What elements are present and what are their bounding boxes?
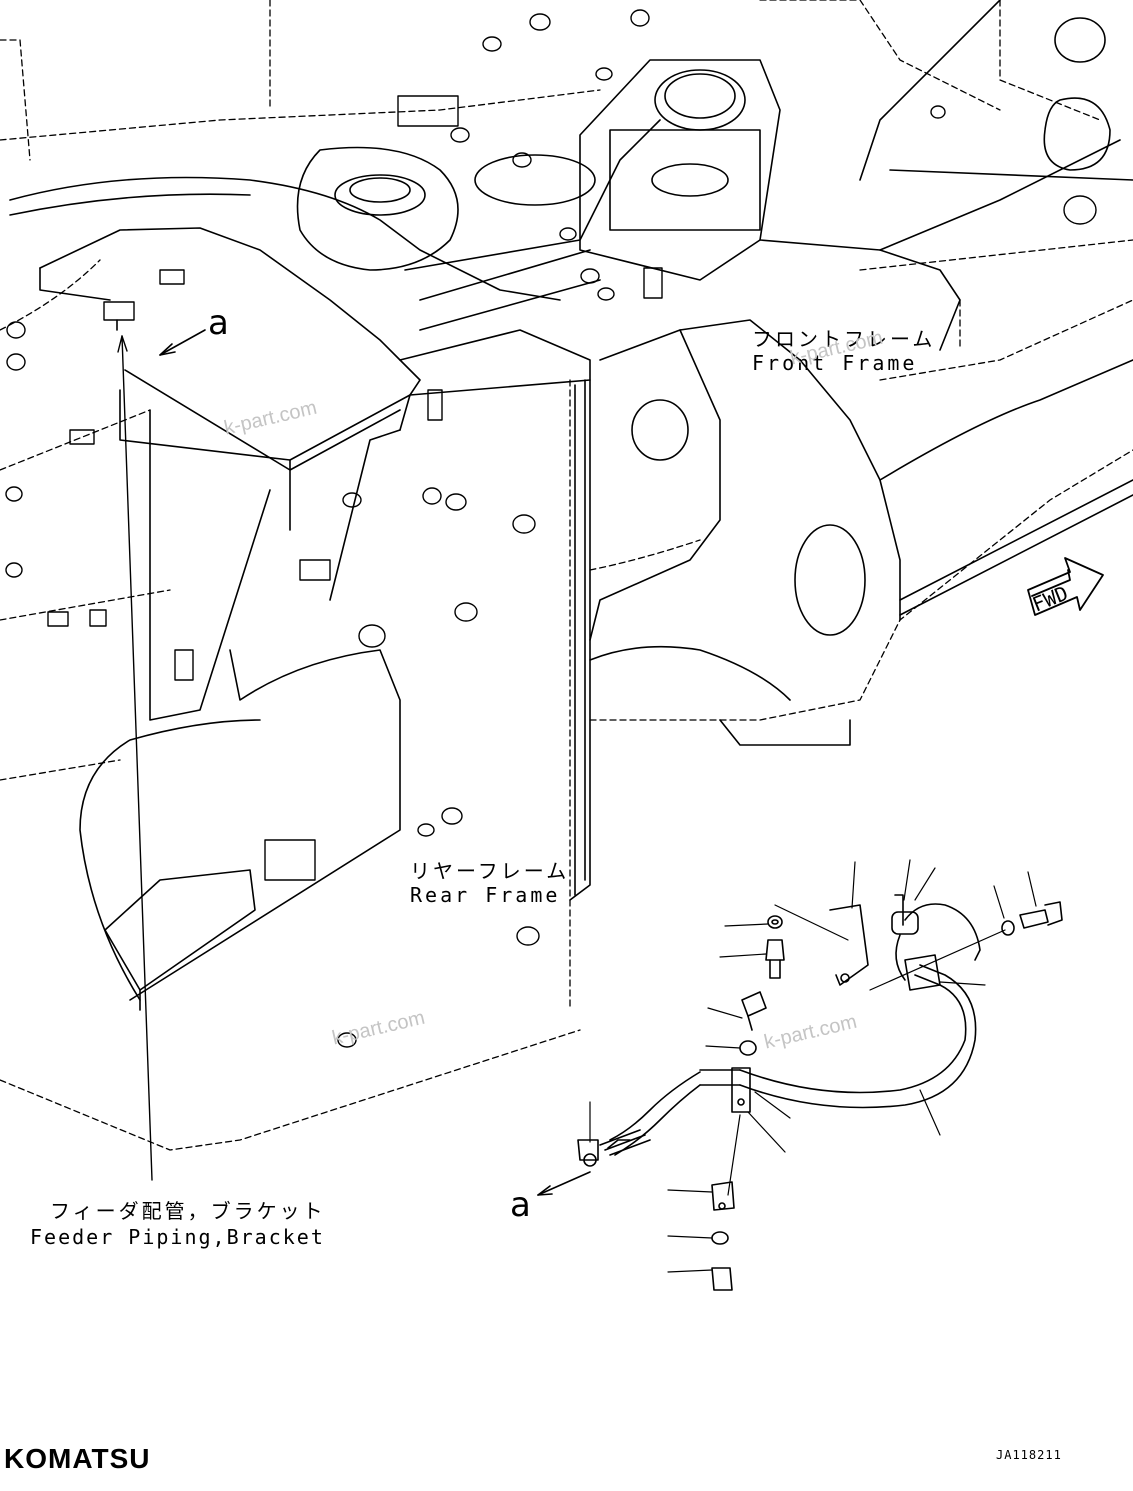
fasteners (711, 901, 1063, 1291)
hose-assembly (577, 894, 981, 1167)
pads (47, 95, 663, 881)
center-box (399, 329, 591, 901)
feeder-leader-line (121, 335, 153, 1181)
callout-arrow-icon (537, 1171, 591, 1196)
rear-frame-label-jp: リヤーフレーム (410, 859, 570, 883)
callout-arrow-icon (116, 319, 206, 356)
fwd-arrow-icon (1027, 557, 1104, 616)
callout-a-bottom: a (510, 1185, 531, 1225)
part-leaders (589, 859, 1037, 1273)
feeder-label-jp: フィーダ配管，ブラケット (50, 1199, 326, 1223)
bushings (5, 9, 1097, 1048)
front-frame (474, 0, 1133, 746)
feeder-label-en: Feeder Piping,Bracket (30, 1225, 325, 1249)
drawing-code: JA118211 (996, 1448, 1062, 1462)
upper-frame (9, 119, 661, 331)
callout-a-top: a (208, 303, 229, 343)
feeder-leader-arrow (117, 335, 128, 353)
hidden-frame-outline (0, 0, 1133, 1151)
rear-frame (39, 227, 421, 1011)
rear-frame-label-en: Rear Frame (410, 883, 561, 907)
front-frame-label-en: Front Frame (752, 351, 918, 375)
front-frame-label-jp: フロントフレーム (752, 327, 936, 351)
brand-logo: KOMATSU (4, 1443, 151, 1474)
